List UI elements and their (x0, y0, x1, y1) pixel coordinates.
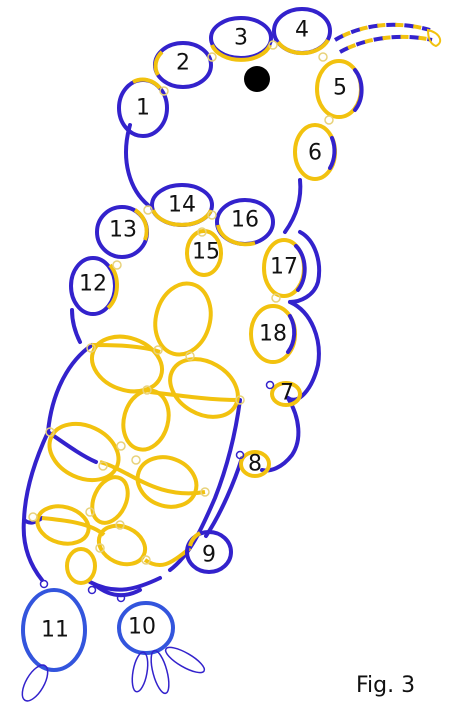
label-1: 1 (136, 96, 150, 121)
beak (335, 25, 440, 52)
label-3: 3 (234, 26, 248, 51)
label-14: 14 (168, 193, 196, 218)
label-15: 15 (192, 240, 220, 265)
label-7: 7 (280, 381, 294, 406)
label-11: 11 (41, 618, 69, 643)
label-13: 13 (109, 218, 137, 243)
label-6: 6 (308, 141, 322, 166)
label-17: 17 (270, 255, 298, 280)
label-10: 10 (128, 615, 156, 640)
label-12: 12 (79, 272, 107, 297)
label-16: 16 (231, 208, 259, 233)
wing-rings (33, 277, 248, 583)
label-5: 5 (333, 76, 347, 101)
label-8: 8 (248, 452, 262, 477)
label-4: 4 (295, 18, 309, 43)
label-2: 2 (176, 51, 190, 76)
label-18: 18 (259, 322, 287, 347)
figure-caption: Fig. 3 (356, 673, 415, 698)
feet (17, 590, 207, 705)
label-9: 9 (202, 543, 216, 568)
eye (244, 66, 270, 92)
